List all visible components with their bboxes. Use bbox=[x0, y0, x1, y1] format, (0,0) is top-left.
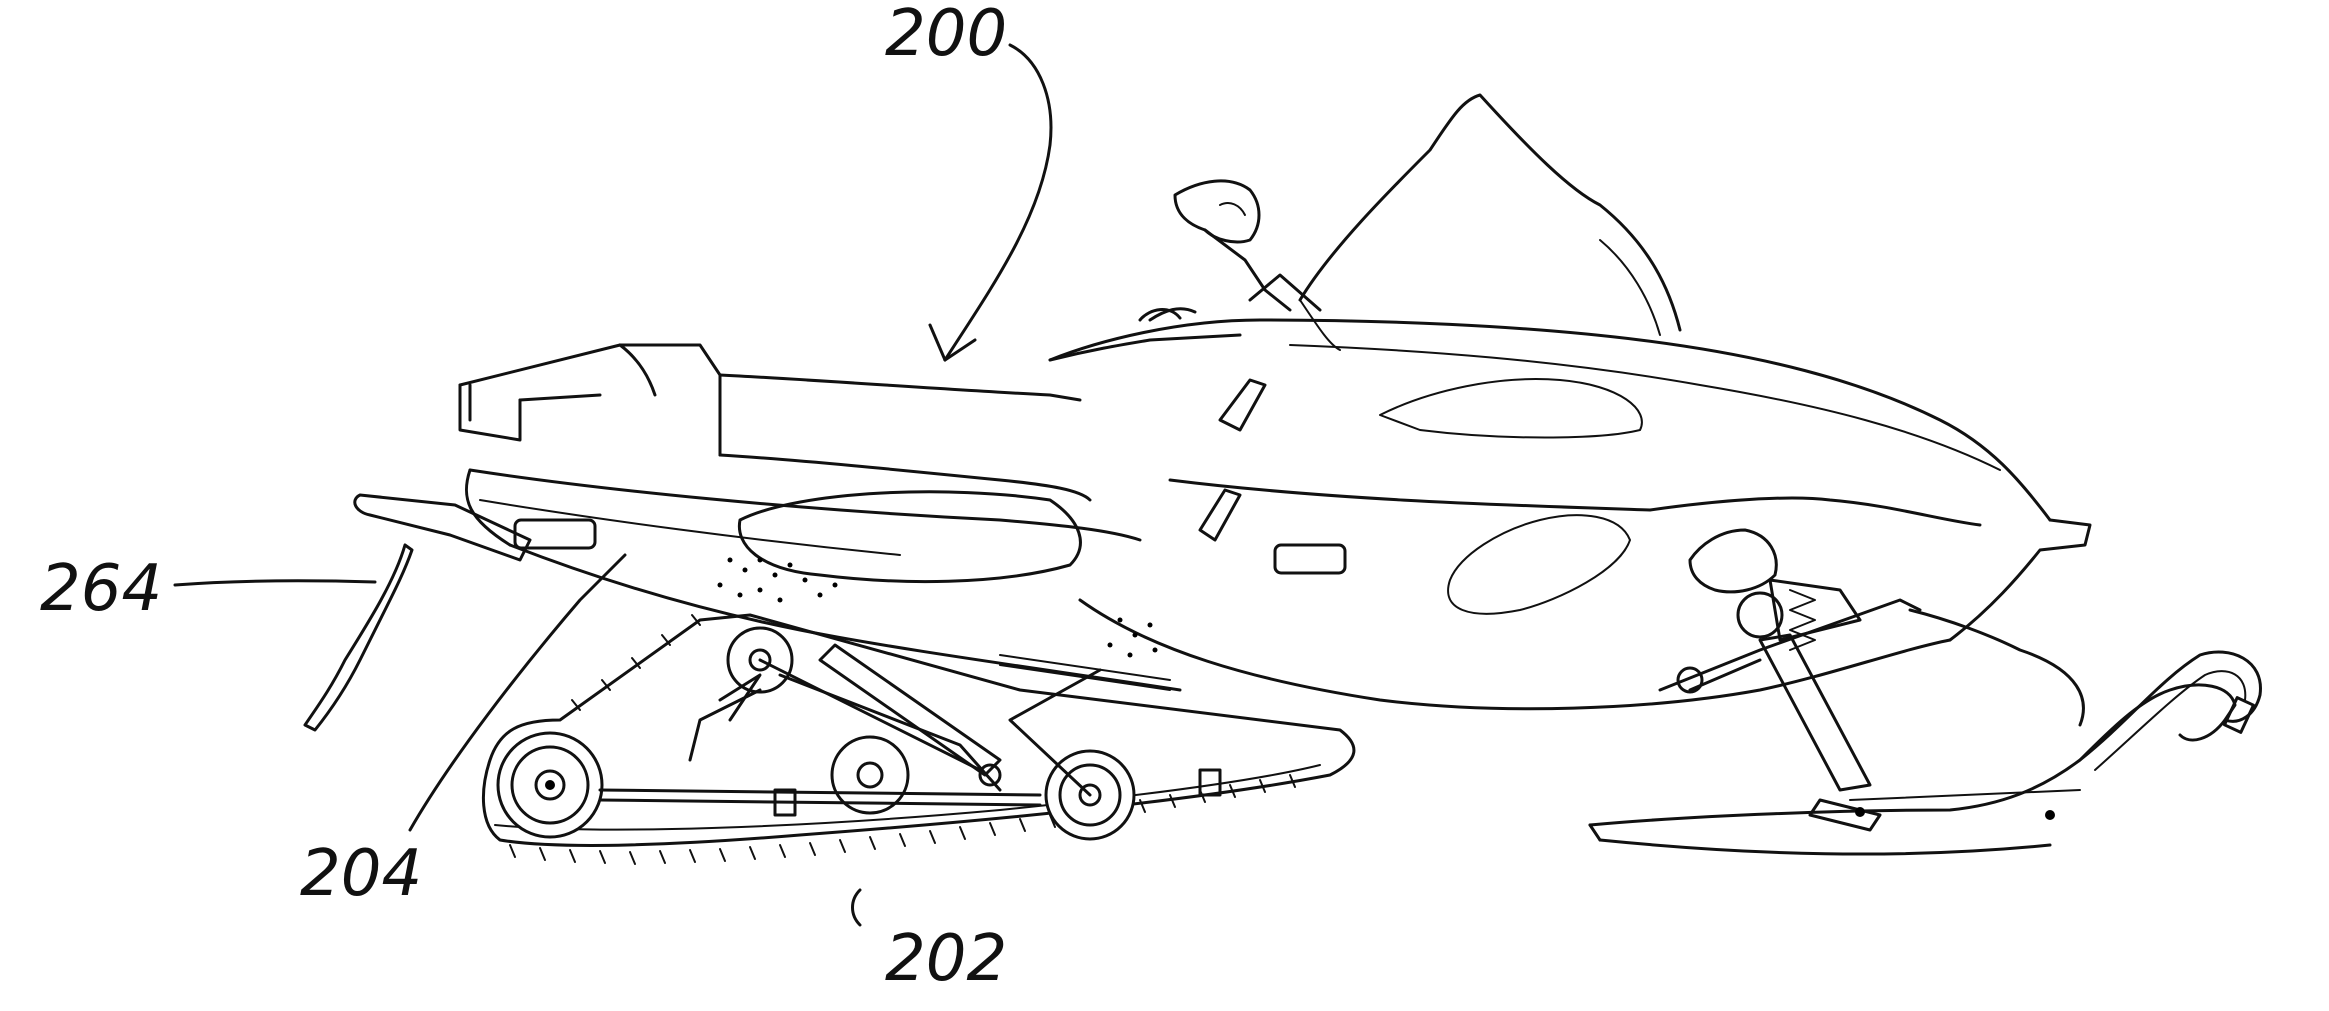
ski bbox=[1588, 650, 2262, 856]
track-lugs bbox=[509, 614, 1296, 865]
ref-numeral-264: 264 bbox=[40, 552, 162, 626]
rivets bbox=[717, 557, 1158, 658]
windshield bbox=[1298, 93, 1682, 351]
body-shell bbox=[1048, 308, 2092, 711]
ref-numeral-200: 200 bbox=[885, 0, 1007, 71]
track-assembly bbox=[481, 613, 1356, 865]
leader-lines bbox=[173, 43, 1053, 927]
ref-numeral-204: 204 bbox=[300, 837, 422, 911]
rear-idler-wheel bbox=[496, 731, 604, 839]
rear-bumper bbox=[353, 493, 532, 562]
rear-flap bbox=[303, 543, 414, 732]
front-suspension bbox=[1658, 528, 2085, 792]
ref-numeral-202: 202 bbox=[885, 922, 1007, 996]
handlebar-assembly bbox=[1148, 179, 1322, 322]
seat bbox=[458, 343, 1092, 502]
